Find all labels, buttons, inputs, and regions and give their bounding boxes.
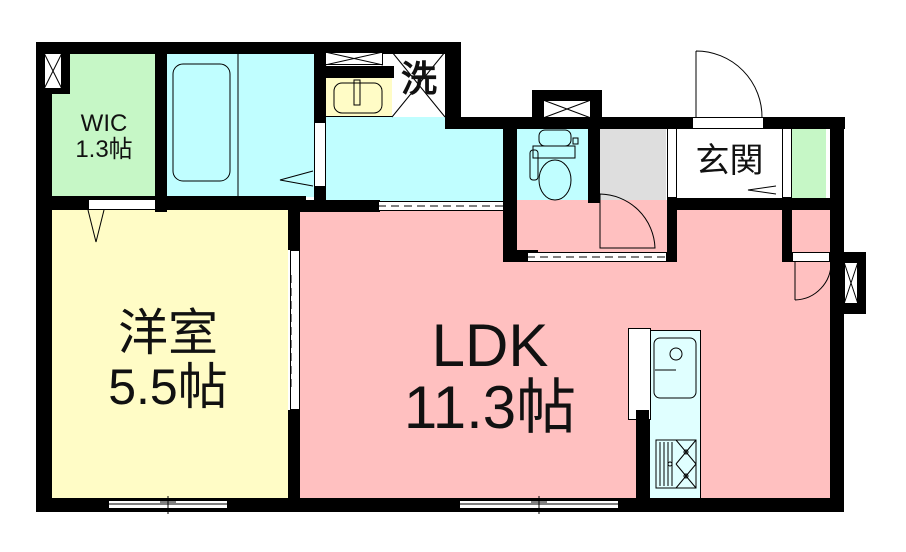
window-western-bottom bbox=[108, 500, 228, 509]
wall-entrance-lower-left bbox=[667, 198, 677, 262]
ldk-name: LDK bbox=[431, 312, 549, 379]
door-wic-opening bbox=[88, 199, 156, 210]
door-entrance-opening bbox=[692, 117, 764, 129]
washroom bbox=[325, 117, 505, 201]
ldk-notch-toilet bbox=[503, 200, 830, 262]
door-shoe-opening bbox=[792, 252, 830, 262]
window-wic bbox=[44, 53, 62, 89]
wall-vanity-top bbox=[314, 66, 394, 78]
wall-wash-top-right bbox=[445, 42, 461, 127]
wall-kitchen-back bbox=[636, 410, 649, 500]
ldk-size: 11.3帖 bbox=[403, 374, 577, 441]
western-room-label: 洋室 5.5帖 bbox=[48, 308, 288, 412]
window-ldk-bottom bbox=[459, 500, 619, 509]
ldk-label: LDK 11.3帖 bbox=[300, 316, 680, 438]
wall-wic-bottom bbox=[36, 196, 306, 210]
washroom-label: 洗 bbox=[400, 59, 437, 100]
wic-name: WIC bbox=[80, 110, 128, 137]
wall-outer-right bbox=[830, 117, 844, 512]
wic-size: 1.3帖 bbox=[75, 136, 133, 163]
western-room-name: 洋室 bbox=[118, 305, 218, 361]
wall-toilet-left bbox=[503, 128, 517, 262]
wall-outer-bottom bbox=[36, 498, 844, 512]
wall-outer-top-left bbox=[36, 42, 461, 54]
door-bath-opening bbox=[314, 122, 326, 187]
western-room-size: 5.5帖 bbox=[108, 359, 228, 415]
entrance-step-right bbox=[782, 128, 792, 198]
entrance-label: 玄関 bbox=[695, 141, 764, 181]
wall-wic-bath bbox=[155, 42, 167, 212]
wall-toilet-right bbox=[588, 128, 600, 203]
door-toilet-ldk bbox=[527, 252, 667, 262]
western-room bbox=[48, 210, 288, 498]
bath-room bbox=[165, 52, 315, 197]
wall-shoe-divider bbox=[782, 210, 792, 262]
wall-wash-bottom bbox=[300, 200, 380, 212]
window-bath-top bbox=[325, 52, 383, 65]
entrance-step-left bbox=[667, 128, 677, 198]
wall-western-ldk bbox=[288, 200, 300, 250]
wall-entrance-mid bbox=[667, 198, 832, 210]
wall-western-ldk-lower bbox=[288, 410, 300, 500]
window-right-ldk bbox=[844, 262, 858, 304]
wall-outer-left bbox=[36, 42, 52, 512]
door-western-ldk-opening bbox=[290, 250, 300, 410]
window-toilet-top bbox=[543, 100, 591, 118]
wic-label: WIC 1.3帖 bbox=[52, 112, 156, 162]
washroom-vanity bbox=[325, 77, 392, 117]
shoe-storage-upper bbox=[792, 128, 826, 198]
door-wash-ldk bbox=[378, 201, 504, 211]
